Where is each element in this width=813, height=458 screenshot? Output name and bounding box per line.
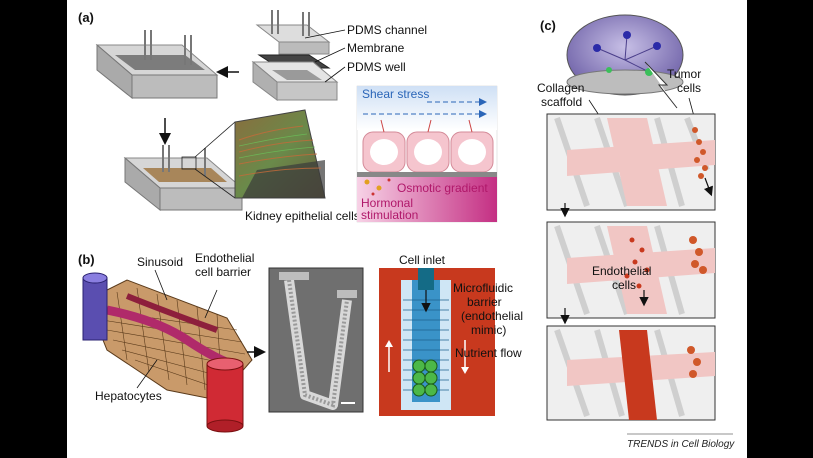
leader-hepatocytes xyxy=(136,359,158,389)
label-hormonal-2: stimulation xyxy=(361,208,418,222)
chip-stage-1 xyxy=(546,113,716,211)
label-kidney-cells: Kidney epithelial cells xyxy=(245,209,360,223)
label-endothelial-1: Endothelial xyxy=(195,251,254,265)
label-pdms-well: PDMS well xyxy=(347,60,406,74)
scale-bar xyxy=(341,402,355,404)
label-cell-inlet: Cell inlet xyxy=(399,253,446,267)
label-barrier-4: mimic) xyxy=(471,323,506,337)
label-hepatocytes: Hepatocytes xyxy=(95,389,162,403)
liver-chip-schematic xyxy=(379,268,495,416)
device-with-cells xyxy=(123,145,244,212)
leader-endothelial xyxy=(204,289,218,319)
label-collagen-1: Collagen xyxy=(537,81,584,95)
label-sinusoid: Sinusoid xyxy=(137,255,183,269)
pdms-well-layer xyxy=(251,60,339,101)
pdms-channel-layer xyxy=(255,10,331,55)
label-nutrient-flow: Nutrient flow xyxy=(455,346,522,360)
label-pdms-channel: PDMS channel xyxy=(347,23,427,37)
kidney-cells-micrograph xyxy=(194,109,326,199)
figure-svg: (a) xyxy=(78,10,735,450)
panel-a: (a) xyxy=(78,10,498,223)
liver-sinusoid-illustration xyxy=(82,272,253,433)
label-membrane: Membrane xyxy=(347,41,405,55)
figure-canvas: (a) xyxy=(67,0,747,458)
label-tumor-1: Tumor xyxy=(667,67,701,81)
label-endothelial-2: cell barrier xyxy=(195,265,251,279)
panel-b-tag: (b) xyxy=(78,252,95,267)
tumor-dome xyxy=(566,14,684,109)
panel-c-tag: (c) xyxy=(540,18,556,33)
central-vein xyxy=(206,357,244,433)
panel-b: (b) xyxy=(78,251,523,433)
label-tumor-2: cells xyxy=(677,81,701,95)
panel-a-tag: (a) xyxy=(78,10,94,25)
leader-sinusoid xyxy=(154,269,168,301)
chip-stage-3 xyxy=(546,325,716,421)
leader-membrane xyxy=(314,47,346,63)
label-shear-stress: Shear stress xyxy=(362,87,429,101)
sem-micrograph xyxy=(268,267,364,413)
credit-text: TRENDS in Cell Biology xyxy=(627,439,735,450)
leader-channel xyxy=(304,29,346,39)
label-barrier-1: Microfluidic xyxy=(453,281,513,295)
shear-stress-diagram xyxy=(356,85,498,223)
hepatocyte-cluster xyxy=(412,359,438,397)
label-barrier-3: (endothelial xyxy=(461,309,523,323)
chip-stage-2 xyxy=(546,221,716,319)
leader-well xyxy=(324,66,346,83)
epithelial-cell-row xyxy=(362,119,494,173)
label-endo-1: Endothelial xyxy=(592,264,651,278)
label-barrier-2: barrier xyxy=(467,295,502,309)
label-endo-2: cells xyxy=(612,278,636,292)
label-collagen-2: scaffold xyxy=(541,95,582,109)
label-hormonal-1: Hormonal xyxy=(361,196,413,210)
label-osmotic-gradient: Osmotic gradient xyxy=(397,181,488,195)
pdms-device-assembled xyxy=(95,30,219,100)
panel-c: (c) Tumor cells xyxy=(537,14,716,421)
portal-vein xyxy=(82,272,108,341)
